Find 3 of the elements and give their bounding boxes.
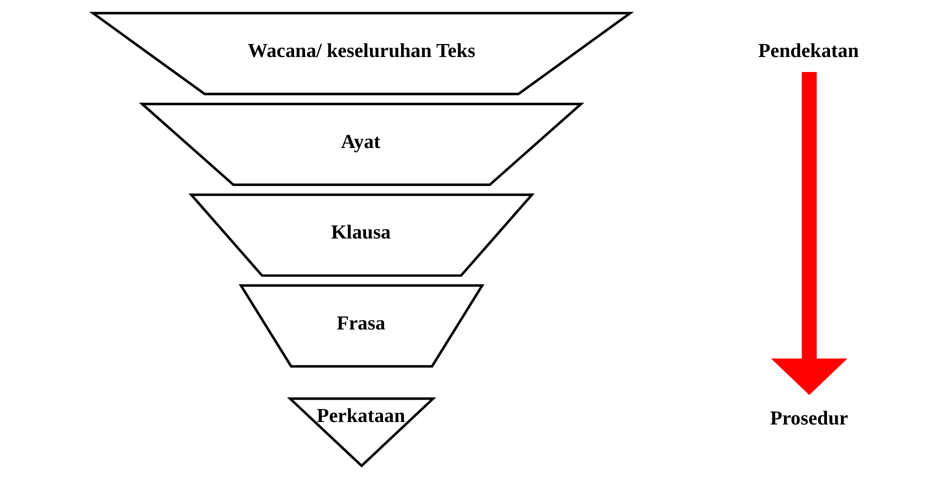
arrow	[770, 72, 847, 395]
node-text: Pendekatan	[758, 40, 858, 62]
node-text: Prosedur	[770, 408, 848, 430]
